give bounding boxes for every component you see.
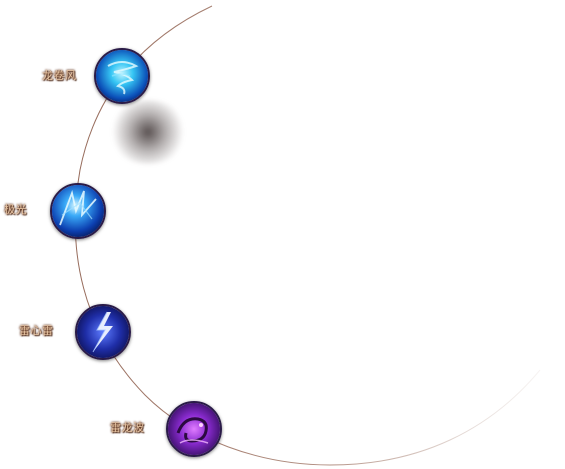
skill-label-dragon-wave: 雷龙波: [110, 421, 145, 434]
skill-label-aurora: 极光: [4, 203, 27, 216]
arc-line: [74, 5, 541, 466]
drop-shadow: [108, 100, 188, 164]
lightning-icon: [75, 304, 131, 360]
skill-label-lightning: 雷心雷: [19, 324, 54, 337]
dragon-wave-icon: [166, 401, 222, 457]
skill-label-tornado: 龙卷风: [42, 69, 77, 82]
tornado-icon: [94, 48, 150, 104]
aurora-icon: [50, 183, 106, 239]
